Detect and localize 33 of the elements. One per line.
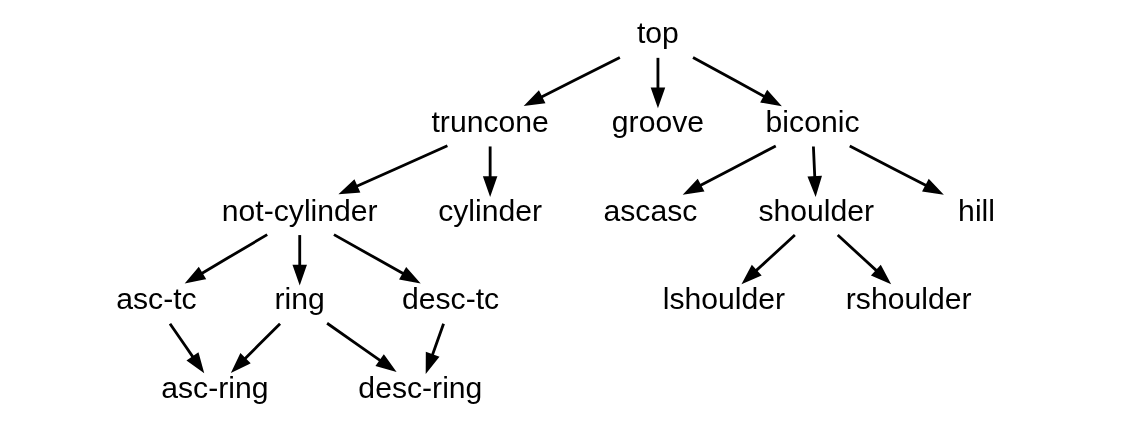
node-text: not-cylinder bbox=[221, 193, 378, 227]
node-text: biconic bbox=[765, 105, 860, 139]
node-text: top bbox=[636, 16, 679, 50]
node-text: ascasc bbox=[603, 193, 698, 227]
node-text: asc-tc bbox=[116, 282, 197, 316]
arrow bbox=[650, 57, 666, 109]
arrow bbox=[326, 322, 397, 373]
arrow bbox=[168, 322, 205, 374]
arrow bbox=[849, 144, 944, 195]
node-text: ring bbox=[274, 282, 325, 316]
node-text: cylinder bbox=[438, 193, 543, 227]
arrow bbox=[230, 322, 282, 373]
arrow bbox=[692, 56, 782, 107]
arrow bbox=[184, 233, 268, 284]
node-text: groove bbox=[611, 105, 705, 139]
node-text: rshoulder bbox=[845, 282, 972, 316]
arrow bbox=[523, 56, 621, 107]
node-text: shoulder bbox=[758, 193, 875, 227]
arrow bbox=[741, 234, 796, 285]
arrow bbox=[338, 144, 448, 195]
arrow bbox=[292, 235, 307, 286]
arrow bbox=[807, 146, 822, 197]
node-text: hill bbox=[958, 193, 995, 227]
arrow bbox=[682, 144, 777, 195]
node-text: lshoulder bbox=[662, 282, 786, 316]
node-text: asc-ring bbox=[161, 370, 269, 404]
arrow bbox=[482, 146, 498, 197]
arrow bbox=[333, 233, 421, 284]
arrow bbox=[425, 323, 445, 374]
node-text: desc-tc bbox=[401, 282, 500, 316]
node-text: truncone bbox=[431, 105, 549, 139]
node-text: desc-ring bbox=[358, 370, 483, 404]
arrow bbox=[836, 234, 892, 285]
